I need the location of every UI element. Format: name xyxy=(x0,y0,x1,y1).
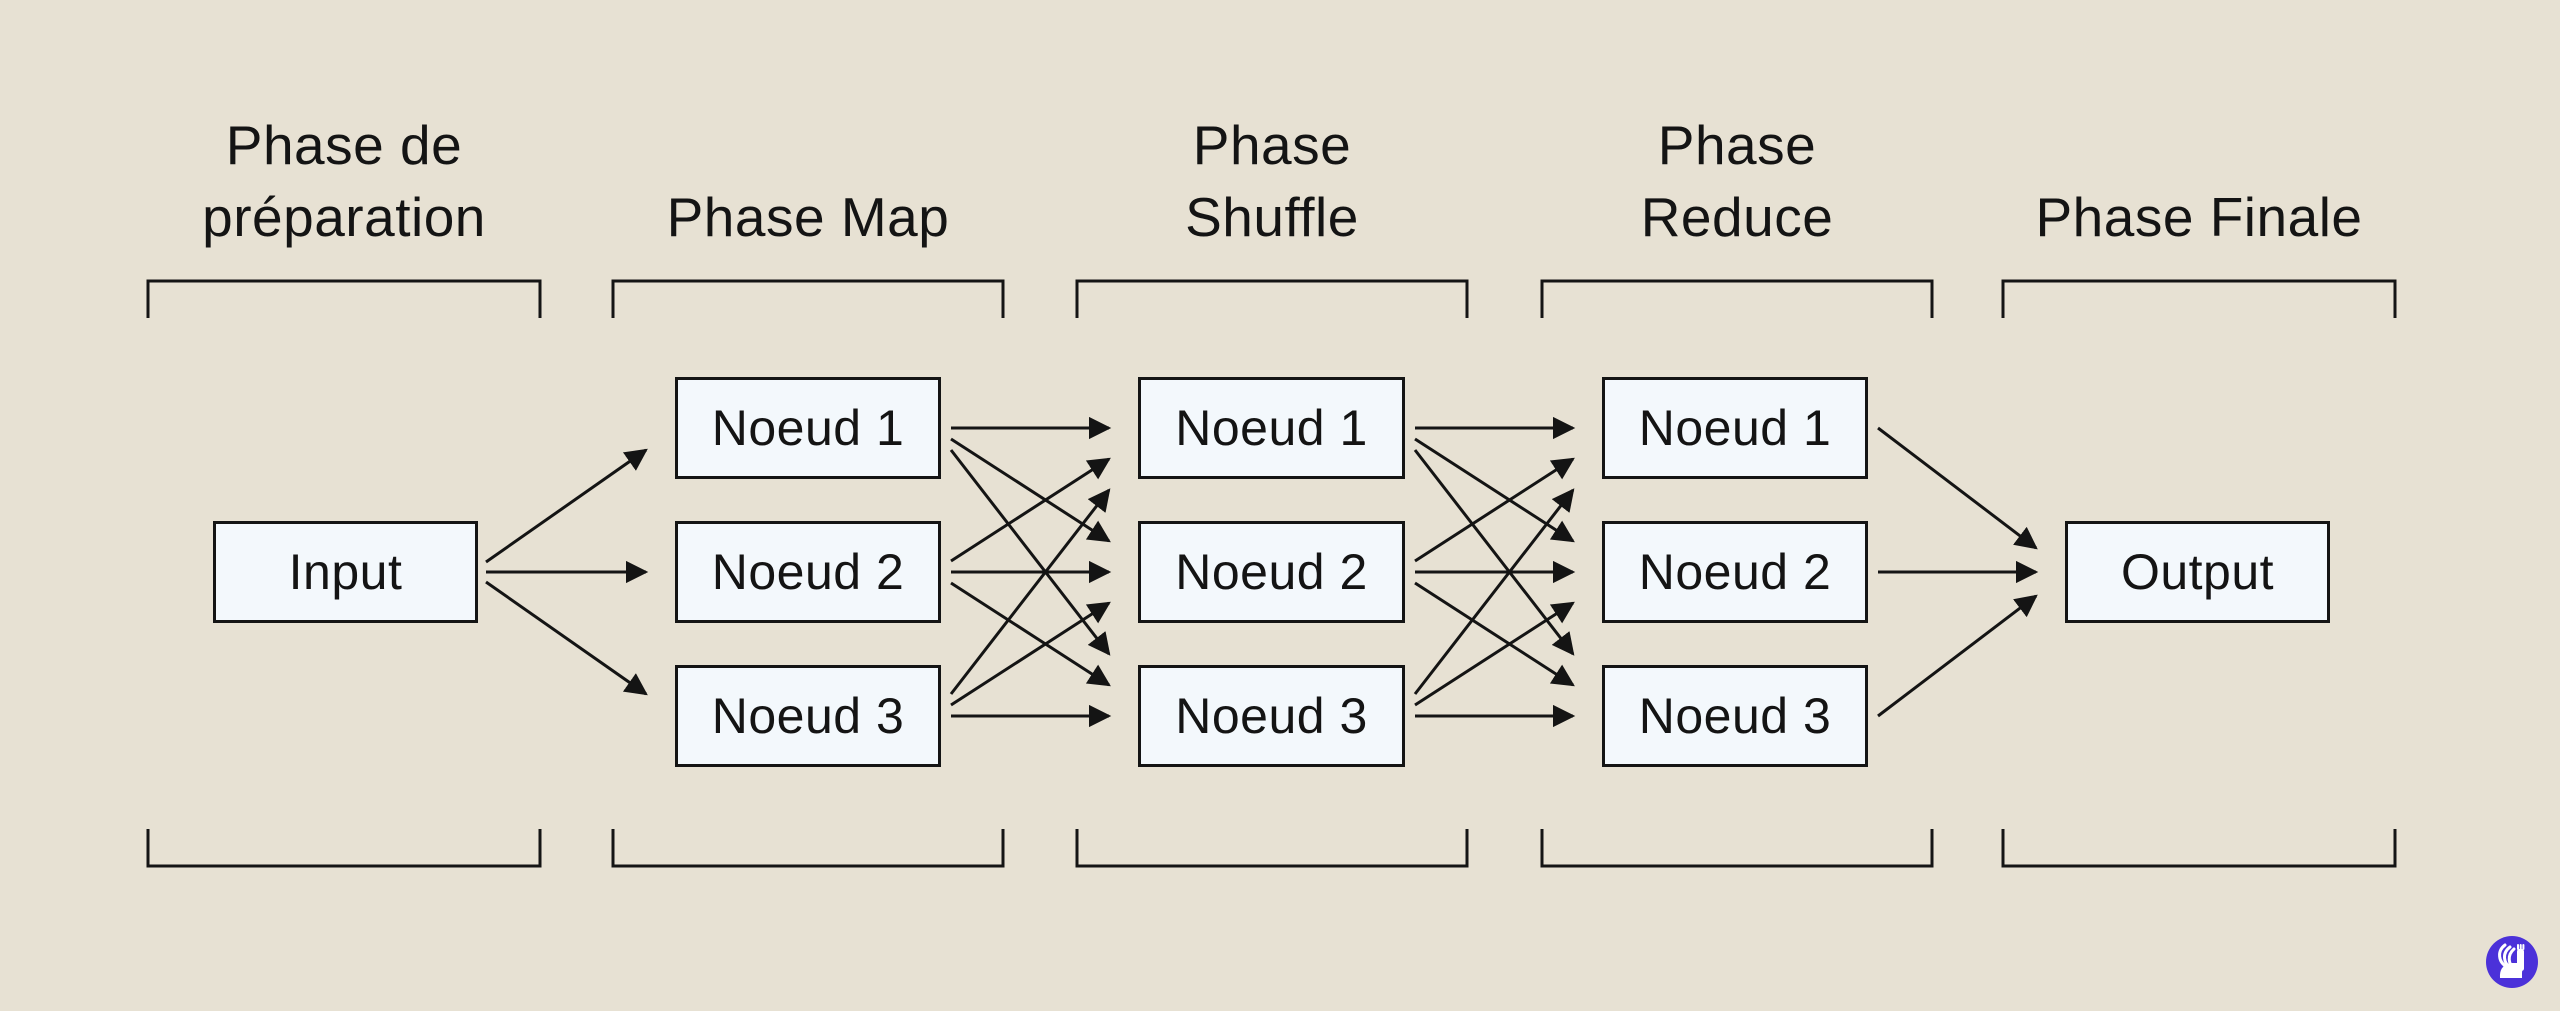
arrow-shuffle-1-to-reduce-2 xyxy=(1414,437,1575,543)
reduce-node-2: Noeud 2 xyxy=(1602,521,1868,623)
arrow-shuffle-3-to-reduce-1 xyxy=(1413,488,1575,695)
reduce-node-3: Noeud 3 xyxy=(1602,665,1868,767)
arrow-shuffle-1-to-reduce-3 xyxy=(1413,449,1575,656)
arrow-reduce-1-to-output xyxy=(1877,426,2038,550)
arrow-input-to-map-3 xyxy=(485,580,648,696)
arrow-shuffle-3-to-reduce-2 xyxy=(1414,601,1575,707)
arrow-map-3-to-shuffle-2 xyxy=(950,601,1111,707)
arrow-map-2-to-shuffle-1 xyxy=(950,457,1111,563)
phase-label-shuffle: Phase Shuffle xyxy=(1185,113,1359,249)
phase-label-preparation: Phase de préparation xyxy=(202,113,486,249)
arrow-map-2-to-shuffle-3 xyxy=(950,581,1111,687)
output-box: Output xyxy=(2065,521,2330,623)
arrow-reduce-3-to-output xyxy=(1877,594,2038,718)
map-node-2: Noeud 2 xyxy=(675,521,941,623)
winged-creature-icon xyxy=(2498,943,2525,978)
map-node-1: Noeud 1 xyxy=(675,377,941,479)
phase-label-finale: Phase Finale xyxy=(2035,186,2363,249)
phase-label-reduce: Phase Reduce xyxy=(1640,113,1834,249)
shuffle-node-3: Noeud 3 xyxy=(1138,665,1405,767)
arrow-map-3-to-shuffle-1 xyxy=(949,488,1111,695)
arrow-shuffle-2-to-reduce-3 xyxy=(1414,581,1575,687)
phase-label-map: Phase Map xyxy=(666,186,950,249)
reduce-node-1: Noeud 1 xyxy=(1602,377,1868,479)
arrow-input-to-map-1 xyxy=(485,448,648,564)
map-node-3: Noeud 3 xyxy=(675,665,941,767)
input-box: Input xyxy=(213,521,478,623)
winged-creature-logo xyxy=(2486,936,2538,988)
shuffle-node-2: Noeud 2 xyxy=(1138,521,1405,623)
arrow-map-1-to-shuffle-3 xyxy=(949,449,1111,656)
shuffle-node-1: Noeud 1 xyxy=(1138,377,1405,479)
arrow-map-1-to-shuffle-2 xyxy=(950,437,1111,543)
arrow-shuffle-2-to-reduce-1 xyxy=(1414,457,1575,563)
